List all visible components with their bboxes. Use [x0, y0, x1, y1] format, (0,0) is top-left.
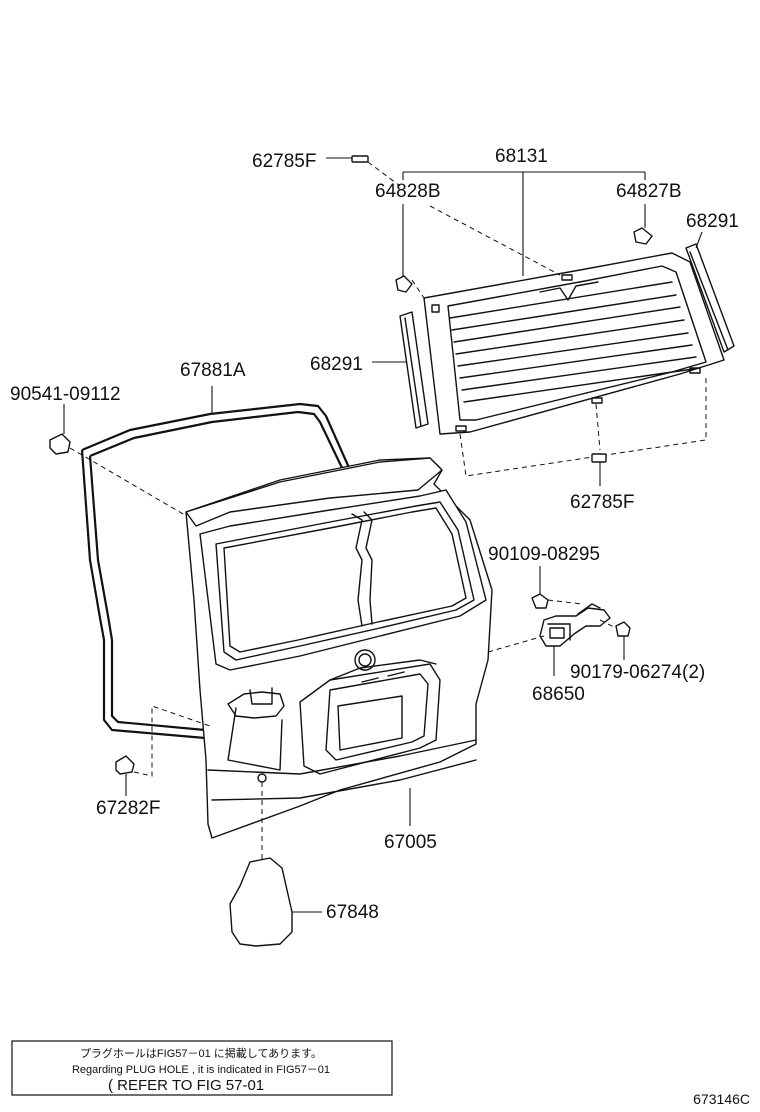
label-67881A: 67881A [180, 360, 246, 381]
side-strip-right [685, 243, 735, 353]
weatherstrip [80, 402, 352, 740]
label-67848: 67848 [326, 902, 379, 923]
hole-cover [229, 857, 293, 947]
clip-right [633, 204, 653, 245]
label-67005: 67005 [384, 832, 437, 853]
clip-left [395, 204, 413, 293]
note-line-3: ( REFER TO FIG 57-01 [108, 1077, 264, 1094]
label-67282F: 67282F [96, 798, 160, 819]
side-strip-left [399, 311, 429, 429]
cushion [49, 404, 71, 455]
label-62785F-top: 62785F [252, 151, 316, 172]
label-64827B: 64827B [616, 181, 682, 202]
label-68291-left: 68291 [310, 354, 363, 375]
label-68291-right: 68291 [686, 211, 739, 232]
stopper-bottom [591, 453, 607, 463]
label-90541-09112: 90541-09112 [10, 384, 121, 405]
note-line-2: Regarding PLUG HOLE , it is indicated in… [72, 1064, 330, 1076]
label-64828B: 64828B [375, 181, 441, 202]
hinge [539, 603, 611, 647]
label-90109-08295: 90109-08295 [488, 544, 600, 565]
label-62785F-bottom: 62785F [570, 492, 634, 513]
hinge-bolt [531, 566, 549, 609]
back-door-panel [185, 457, 493, 839]
plug [115, 755, 135, 796]
hinge-nut [615, 621, 631, 660]
label-68131: 68131 [495, 146, 548, 167]
label-68650: 68650 [532, 684, 585, 705]
note-box: プラグホールはFIG57－01 に掲載してあります。 Regarding PLU… [11, 1040, 393, 1096]
label-90179-06274: 90179-06274(2) [570, 662, 705, 683]
note-line-1: プラグホールはFIG57－01 に掲載してあります。 [80, 1046, 322, 1060]
stopper-top [351, 155, 369, 163]
figure-code: 673146C [693, 1091, 750, 1107]
back-glass [423, 252, 725, 435]
